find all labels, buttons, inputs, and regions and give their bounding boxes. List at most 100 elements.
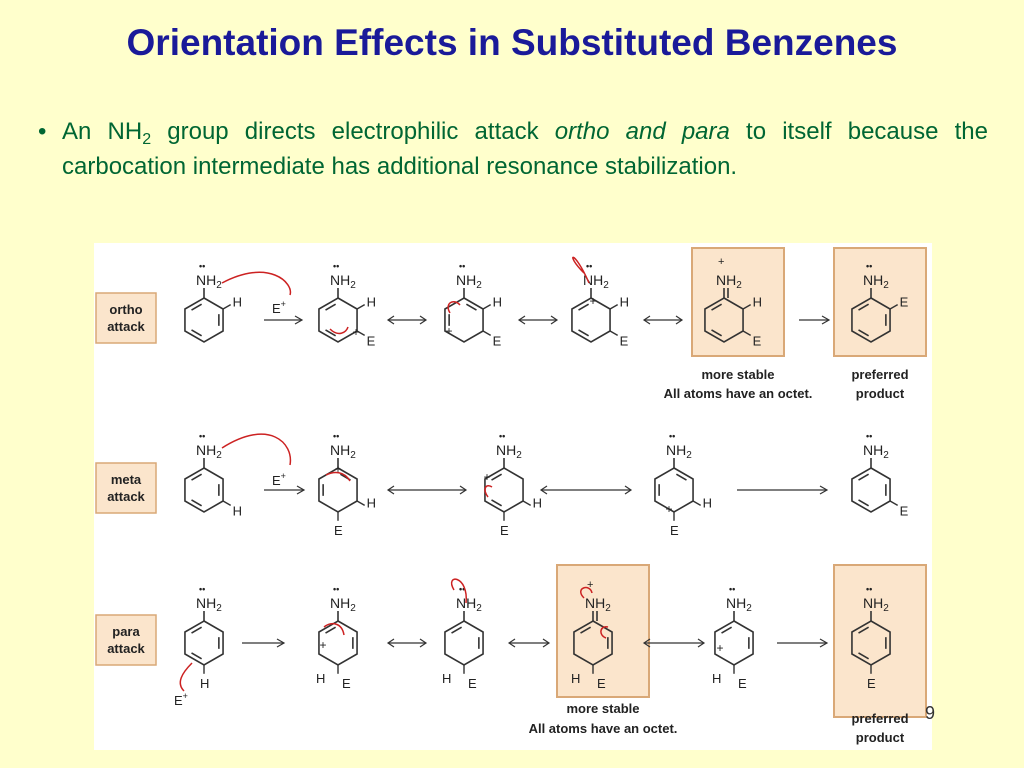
amino-subscript: 2 (216, 603, 222, 614)
reaction-arrow-head (819, 485, 829, 495)
highlight-box (691, 247, 785, 357)
amino-subscript: 2 (476, 603, 482, 614)
resonance-arrow-head (539, 485, 548, 495)
amino-subscript: 2 (350, 603, 356, 614)
double-bond-line (711, 329, 723, 337)
amino-subscript: 2 (883, 450, 889, 461)
electrophile-charge: + (281, 471, 286, 481)
double-bond-line (858, 499, 870, 507)
substituent-label: E (670, 523, 679, 538)
row-label: attack (107, 641, 145, 656)
double-bond-line (858, 473, 870, 481)
row-label: attack (107, 489, 145, 504)
reaction-arrow-head (294, 315, 304, 325)
lone-pair: •• (199, 584, 205, 594)
double-bond-line (858, 329, 870, 337)
reaction-arrow-head (296, 485, 306, 495)
substituent-bond (889, 500, 899, 507)
bullet-subscript: 2 (142, 131, 152, 148)
resonance-arrow-head (542, 638, 551, 648)
substituent-bond (356, 330, 366, 337)
amino-group: NH2 (456, 272, 482, 291)
electrophile: E+ (174, 691, 188, 708)
double-bond-line (465, 303, 477, 311)
electron-arrow (580, 586, 593, 599)
lone-pair: •• (199, 431, 205, 441)
row-label-box (95, 614, 157, 666)
resonance-arrow-head (386, 485, 395, 495)
substituent-label: E (367, 333, 376, 348)
substituent-label: H (571, 671, 580, 686)
lone-pair: •• (459, 584, 465, 594)
lone-pair: •• (199, 261, 205, 271)
substituent-label: E (468, 676, 477, 691)
reaction-arrow-head (819, 638, 829, 648)
electron-arrow (323, 622, 345, 636)
bullet-text-post: to itself because the carbocation interm… (62, 118, 989, 180)
amino-group: NH2 (330, 595, 356, 614)
substituent-bond (889, 303, 899, 310)
amino-group: NH2 (666, 442, 692, 461)
electrophile: E+ (272, 471, 286, 488)
double-bond-line (325, 329, 337, 337)
caption-more-stable: more stable (702, 367, 775, 382)
nitrogen-charge: + (587, 579, 593, 591)
electron-arrow (221, 271, 292, 296)
row-label: ortho (109, 302, 142, 317)
electron-arrow (484, 485, 493, 498)
resonance-arrow-head (517, 315, 526, 325)
substituent-label: H (233, 503, 242, 518)
double-bond-line (578, 303, 590, 311)
benzene-ring (484, 467, 524, 513)
substituent-bond (356, 500, 366, 507)
amino-group: NH2 (863, 272, 889, 291)
substituent-bond (609, 303, 619, 310)
resonance-arrow-head (642, 638, 651, 648)
lone-pair: •• (866, 431, 872, 441)
double-bond-line (191, 303, 203, 311)
resonance-arrow-head (419, 638, 428, 648)
substituent-bond (356, 303, 366, 310)
substituent-label: E (900, 503, 909, 518)
substituent-bond (482, 303, 492, 310)
caption-more-stable: more stable (567, 701, 640, 716)
lone-pair: •• (333, 261, 339, 271)
amino-group: NH2 (456, 595, 482, 614)
double-bond-line (858, 626, 870, 634)
double-bond-line (675, 473, 687, 481)
double-bond-line (580, 626, 592, 634)
resonance-arrow-head (459, 485, 468, 495)
amino-subscript: 2 (746, 603, 752, 614)
substituent-bond (522, 500, 532, 507)
double-bond-line (721, 626, 733, 634)
substituent-label: H (620, 295, 629, 310)
amino-subscript: 2 (216, 280, 222, 291)
substituent-bond (609, 330, 619, 337)
amino-subscript: 2 (736, 280, 742, 291)
carbocation-charge: + (665, 502, 672, 516)
substituent-label: H (367, 295, 376, 310)
bullet-emphasis: ortho and para (554, 118, 730, 145)
bullet-text-mid: group directs electrophilic attack (151, 118, 555, 145)
amino-group: NH2 (863, 442, 889, 461)
substituent-bond (222, 303, 232, 310)
electrophile: E+ (272, 299, 286, 316)
carbocation-charge: + (483, 470, 490, 484)
substituent-label: E (493, 333, 502, 348)
amino-group: NH2 (196, 272, 222, 291)
resonance-arrow-head (507, 638, 516, 648)
electrophile-charge: + (183, 691, 188, 701)
electron-arrow (451, 578, 467, 604)
substituent-label: H (712, 671, 721, 686)
lone-pair: •• (866, 261, 872, 271)
double-bond-line (451, 626, 463, 634)
row-label-box (95, 462, 157, 514)
reaction-arrow-head (276, 638, 286, 648)
amino-group: NH2 (583, 272, 609, 291)
substituent-bond (742, 303, 752, 310)
double-bond-line (578, 329, 590, 337)
row-label-box (95, 292, 157, 344)
amino-subscript: 2 (350, 280, 356, 291)
highlight-box (833, 564, 927, 718)
